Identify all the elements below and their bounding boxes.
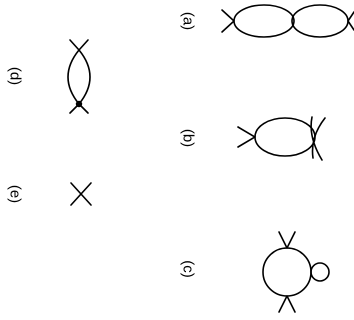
diagram-b-left-legs (237, 126, 256, 148)
diagram-c-small-loop (310, 262, 330, 282)
diagram-e-cross (70, 182, 92, 206)
diagram-d-vertex-dot (75, 100, 83, 108)
diagram-a-loop-right (291, 4, 349, 38)
diagram-d-loop (67, 49, 91, 105)
diagram-c-tadpole (262, 231, 330, 313)
diagram-b-loop (254, 117, 316, 157)
label-d: (d) (7, 67, 24, 85)
diagram-b-bubble (237, 116, 326, 161)
diagram-a-double-bubble (221, 4, 354, 38)
diagram-e-vertex (70, 182, 92, 206)
label-c: (c) (180, 260, 197, 278)
diagram-b-right-legs (310, 116, 326, 161)
diagram-c-top-legs (278, 231, 296, 249)
diagram-a-right-legs (347, 11, 354, 31)
diagram-d-top-legs (69, 39, 89, 51)
diagram-a-left-legs (221, 9, 235, 33)
label-b: (b) (180, 129, 197, 147)
diagram-c-main-loop (262, 247, 312, 297)
diagram-d-lens (67, 39, 91, 114)
diagram-a-loop-left (233, 4, 295, 38)
label-e: (e) (7, 185, 24, 203)
label-a: (a) (180, 12, 197, 30)
diagram-c-bottom-legs (278, 295, 296, 313)
